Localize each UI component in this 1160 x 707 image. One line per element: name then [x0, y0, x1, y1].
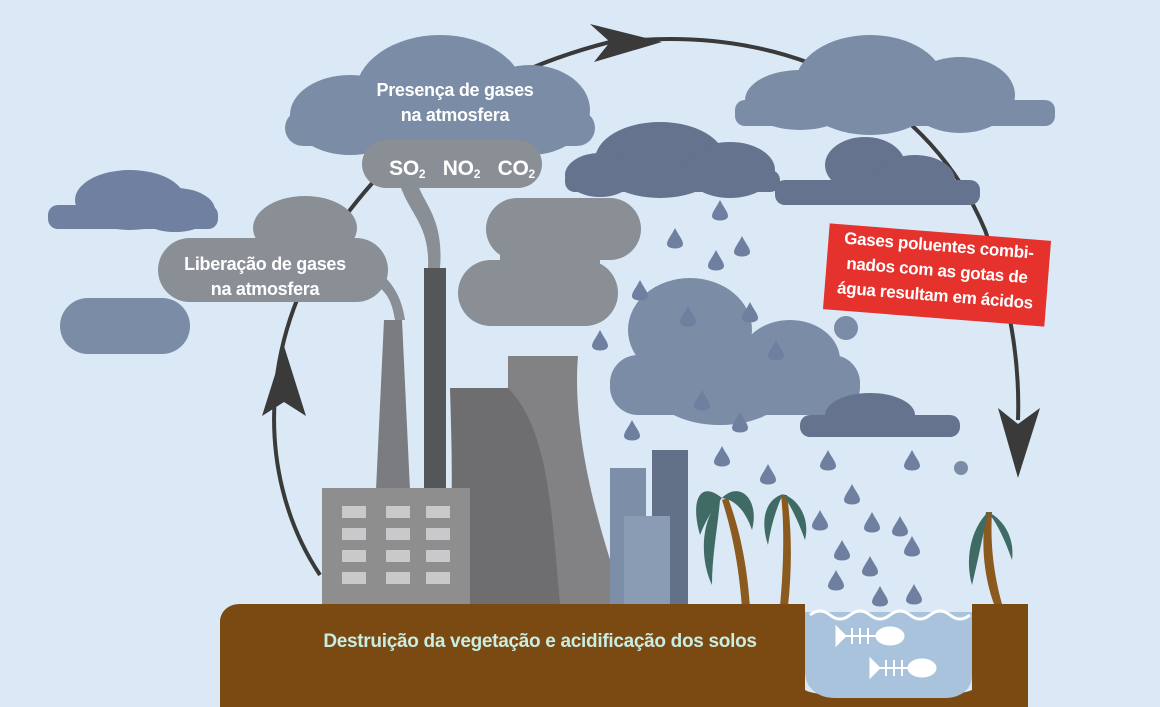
pond-wave: [809, 609, 971, 621]
cooling-tower-back: [508, 356, 625, 604]
rain-drop-icon: [812, 510, 828, 531]
rain-drop-icon: [828, 570, 844, 591]
factory-windows: [342, 506, 450, 584]
soil-ground: [220, 604, 1028, 707]
rain-drop-icon: [712, 200, 728, 221]
soil-text: Destruição da vegetação e acidificação d…: [323, 631, 757, 652]
arrowhead-top-icon: [590, 24, 662, 62]
rain-drop-icon: [667, 228, 683, 249]
cloud-right-dark: [565, 122, 980, 205]
rain-drop-icon: [732, 412, 748, 433]
smoke-release: [158, 196, 405, 320]
rain-drops: [592, 200, 922, 607]
gas-formulas: SO2 NO2 CO2: [372, 156, 552, 187]
rain-drop-icon: [906, 584, 922, 605]
gas-no2: NO2: [442, 157, 481, 181]
rain-drop-icon: [904, 536, 920, 557]
gas-co2: CO2: [497, 157, 536, 181]
factory-icon: [322, 268, 688, 604]
arrowhead-right-icon: [998, 408, 1040, 478]
rain-drop-icon: [592, 330, 608, 351]
smoke-puff: [834, 316, 858, 340]
fish-skeleton-icon-2: [869, 656, 937, 680]
cloud-rain: [610, 278, 860, 425]
rain-drop-icon: [834, 540, 850, 561]
smoke-presence: [362, 140, 542, 268]
gas-so2: SO2: [389, 157, 426, 181]
rain-drop-icon: [694, 390, 710, 411]
factory-building: [322, 488, 470, 604]
rain-drop-icon: [624, 420, 640, 441]
rain-drop-icon: [768, 340, 784, 361]
rain-drop-icon: [760, 464, 776, 485]
fish-skeleton-icon: [835, 624, 905, 648]
presence-line-2: na atmosfera: [400, 105, 510, 125]
rain-drop-icon: [708, 250, 724, 271]
soil-label: Destruição da vegetação e acidificação d…: [260, 630, 820, 654]
rain-drop-icon: [864, 512, 880, 533]
rain-drop-icon: [904, 450, 920, 471]
rain-drop-icon: [820, 450, 836, 471]
rain-drop-icon: [734, 236, 750, 257]
palm-tree-icon: [696, 491, 1013, 608]
rain-drop-icon: [892, 516, 908, 537]
rain-drop-icon: [742, 302, 758, 323]
smoke-tower: [458, 198, 641, 326]
cloud-left-low: [60, 298, 190, 354]
rain-drop-icon: [844, 484, 860, 505]
smoke-puff-small: [954, 461, 968, 475]
presence-line-1: Presença de gases: [376, 80, 534, 100]
cloud-left: [48, 170, 218, 232]
release-line-2: na atmosfera: [210, 279, 320, 299]
rain-drop-icon: [714, 446, 730, 467]
rain-drop-icon: [680, 306, 696, 327]
presence-gases-label: Presença de gases na atmosfera: [340, 78, 570, 128]
cloud-top-right: [735, 35, 1055, 135]
cloud-top-center: [285, 35, 595, 155]
pond-water: [805, 612, 972, 698]
release-gases-label: Liberação de gases na atmosfera: [160, 252, 370, 302]
rain-drop-icon: [632, 280, 648, 301]
release-line-1: Liberação de gases: [184, 254, 346, 274]
building-small: [624, 516, 670, 604]
cloud-rain-low: [800, 393, 960, 437]
arrowhead-left-icon: [262, 346, 306, 416]
rain-drop-icon: [872, 586, 888, 607]
chimney-left: [376, 320, 410, 490]
chimney-right: [424, 268, 446, 490]
rain-drop-icon: [862, 556, 878, 577]
